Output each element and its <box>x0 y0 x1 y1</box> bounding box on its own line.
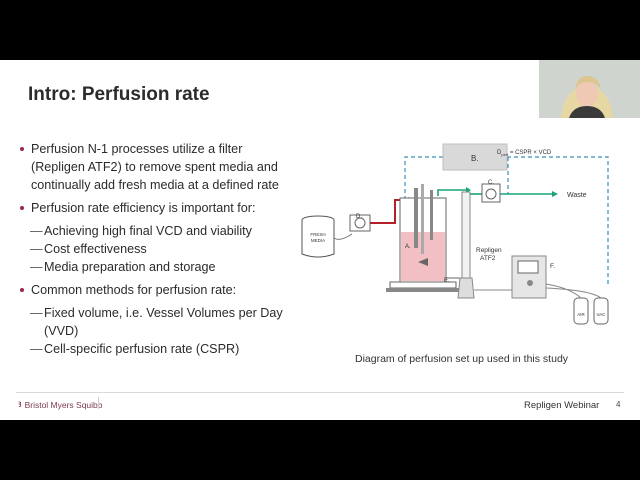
page-number: 4 <box>616 400 621 409</box>
bullet-2: Perfusion rate efficiency is important f… <box>18 199 293 217</box>
gas-lines <box>545 283 602 299</box>
label-f: F. <box>550 263 555 270</box>
air-label: AIR <box>577 312 585 317</box>
atf-label-1: Repligen <box>476 247 502 254</box>
label-e: E. <box>444 278 450 284</box>
sub-bullet-2-3: Media preparation and storage <box>18 258 293 276</box>
atf2-filter: Repligen ATF2 <box>457 191 502 299</box>
bullet-1: Perfusion N-1 processes utilize a filter… <box>18 140 293 194</box>
presenter-webcam <box>539 60 640 118</box>
fresh-media-container: FRESH MEDIA <box>301 215 335 258</box>
feed-pump-d: D. <box>349 214 371 232</box>
controller-box-b <box>442 143 508 171</box>
sub-bullet-3-1: Fixed volume, i.e. Vessel Volumes per Da… <box>18 304 293 340</box>
logo-separator <box>98 397 99 409</box>
slide-title: Intro: Perfusion rate <box>28 84 210 105</box>
logo-text: Bristol Myers Squibb <box>24 399 103 410</box>
label-b: B. <box>471 154 479 163</box>
footer-webinar: Repligen Webinar <box>524 400 600 411</box>
footer-divider <box>16 392 624 393</box>
presenter-video-icon <box>539 60 640 118</box>
vac-label: VAC <box>597 312 607 317</box>
sub-bullet-2-1: Achieving high final VCD and viability <box>18 222 293 240</box>
label-a: A. <box>405 244 411 250</box>
bms-logo-icon: ꜣ <box>18 399 22 410</box>
atf-label-2: ATF2 <box>480 255 496 262</box>
label-c: C. <box>488 180 494 186</box>
fresh-label-2: MEDIA <box>311 238 325 243</box>
air-cylinder: AIR <box>573 297 589 325</box>
slide: Intro: Perfusion rate Perfusion N-1 proc… <box>0 60 640 420</box>
waste-label: Waste <box>567 192 587 199</box>
feed-tube-in <box>333 233 353 240</box>
sub-bullet-2-2: Cost effectiveness <box>18 240 293 258</box>
perfusion-diagram: B. Dperf = CSPR × VCD FRESH MEDIA D. A. <box>301 143 609 325</box>
bullet-list: Perfusion N-1 processes utilize a filter… <box>18 140 293 358</box>
bullet-3: Common methods for perfusion rate: <box>18 281 293 299</box>
diagram-caption: Diagram of perfusion set up used in this… <box>355 353 569 365</box>
vac-cylinder: VAC <box>593 297 609 325</box>
label-d: D. <box>356 214 362 220</box>
company-logo: ꜣ Bristol Myers Squibb <box>18 399 103 410</box>
waste-pump-c: C. <box>481 180 501 203</box>
bioreactor-vessel: A. <box>386 184 466 292</box>
sub-bullet-3-2: Cell-specific perfusion rate (CSPR) <box>18 340 293 358</box>
equation-d: Dperf = CSPR × VCD <box>497 150 552 157</box>
atf-controller-f: F. <box>474 255 555 299</box>
atf-return-line <box>437 189 466 196</box>
fresh-label-1: FRESH <box>310 232 325 237</box>
